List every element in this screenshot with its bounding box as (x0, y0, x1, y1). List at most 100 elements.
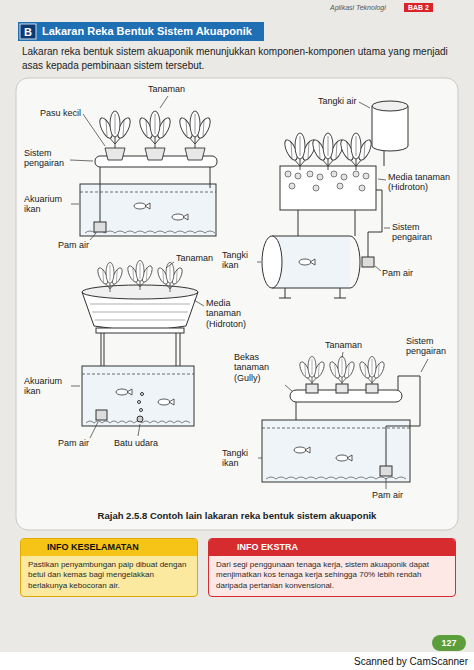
aquaponic-sketch-2-part (362, 257, 374, 267)
leader-line-part (375, 266, 381, 271)
page-number-tab (432, 635, 466, 651)
aquaponic-sketch-2-part (350, 236, 360, 288)
figure-caption: Rajah 2.5.8 Contoh lain lakaran reka ben… (16, 510, 458, 521)
aquaponic-sketch-4-part (366, 384, 378, 393)
part-label: Tangki ikan (222, 250, 256, 271)
extra-info-box: INFO EKSTRADari segi penggunaan tenaga k… (208, 538, 456, 597)
aquaponic-sketch-2-part (338, 133, 373, 170)
aquaponic-sketch-4-part (328, 356, 356, 386)
aquaponic-sketch-2-part (310, 133, 345, 170)
aquaponic-sketch-2-part (384, 151, 385, 166)
aquaponic-sketch-2-part (372, 106, 408, 151)
aquaponic-sketch-2-part-part (317, 174, 323, 180)
aquaponic-sketch-2-part (272, 236, 350, 288)
part-label: Sistem pengairan (406, 336, 456, 357)
part-label: Pam air (382, 268, 413, 278)
aquaponic-sketch-4-part (336, 384, 348, 393)
leader-line-part (359, 102, 370, 108)
aquaponic-sketch-4-part (266, 477, 406, 479)
aquaponic-sketch-4-part (380, 466, 392, 476)
leader-line-part (194, 300, 204, 306)
aquaponic-sketch-4-part (336, 455, 352, 461)
figure-panel (16, 78, 458, 530)
aquaponic-sketch-2-part-part (289, 183, 295, 189)
aquaponic-sketch-3-part (158, 399, 174, 405)
part-label: Media tanaman (Hidroton) (206, 298, 262, 329)
leader-line-part (71, 204, 79, 205)
aquaponic-sketch-3-part (82, 366, 194, 426)
aquaponic-sketch-2-part (282, 133, 317, 170)
aquaponic-sketch-2-part (280, 166, 376, 210)
aquaponic-sketch-2-part-part (313, 185, 319, 191)
leader-line (71, 262, 204, 438)
part-label: Pam air (58, 240, 89, 250)
running-header: Aplikasi Teknologi (330, 4, 386, 11)
aquaponic-sketch-3-part (156, 262, 184, 292)
leader-line-part (285, 385, 292, 391)
aquaponic-sketch-2-part (372, 101, 408, 111)
box-heading: INFO EKSTRA (209, 539, 455, 556)
page-number: 127 (441, 638, 456, 648)
part-label: Akuarium ikan (24, 376, 70, 397)
leader-line-part (258, 458, 262, 459)
part-label: Tangki air (318, 96, 357, 106)
aquaponic-sketch-2-part (298, 210, 299, 236)
aquaponic-sketch-3-part (138, 401, 141, 404)
aquaponic-sketch-1-part (172, 214, 188, 220)
part-label: Sistem pengairan (392, 222, 444, 243)
leader-line (70, 96, 168, 240)
aquaponic-sketch-4-part (296, 402, 297, 420)
aquaponic-sketch-1-part (134, 203, 150, 209)
part-label: Sistem pengairan (24, 148, 70, 169)
aquaponic-sketch-2-part-part (307, 171, 313, 177)
figure-panel-part (16, 78, 458, 530)
aquaponic-sketch-3-part (140, 409, 143, 412)
leader-line-part (160, 96, 168, 108)
aquaponic-sketch-2-part-part (359, 185, 365, 191)
leader-line-part (70, 160, 93, 161)
leader-line-part (138, 424, 140, 436)
aquaponic-sketch-2-part (355, 210, 356, 236)
section-letter: B (20, 24, 36, 40)
page-number-tab-part (432, 635, 466, 651)
part-label: Tanaman (325, 340, 362, 350)
intro-paragraph: Lakaran reka bentuk sistem akuaponik men… (22, 45, 452, 72)
aquaponic-sketch-4-part (262, 420, 410, 482)
leader-line (257, 102, 390, 271)
section-title: Lakaran Reka Bentuk Sistem Akuaponik (42, 23, 252, 39)
aquaponic-sketch-1-part (105, 148, 125, 160)
leader-line-part (71, 386, 80, 387)
aquaponic-sketch-3-part (141, 393, 144, 396)
aquaponic-sketch-4-part (306, 384, 318, 393)
aquaponic-sketch-3-part (96, 328, 184, 333)
aquaponic-sketch-2-part (285, 171, 369, 191)
part-label: Akuarium ikan (24, 194, 70, 215)
aquaponic-sketch-1-part (100, 167, 101, 222)
box-heading: INFO KESELAMATAN (21, 539, 197, 556)
watermark: Scanned by CamScanner (352, 656, 470, 667)
aquaponic-sketch-2-part-part (363, 173, 369, 179)
aquaponic-sketch-1-part (185, 148, 205, 160)
aquaponic-sketch-4 (262, 356, 420, 482)
page-header-part (20, 24, 36, 39)
aquaponic-sketch-2-part-part (295, 173, 301, 179)
aquaponic-sketch-3 (82, 260, 198, 426)
part-label: Bekas tanaman (Gully) (234, 352, 286, 383)
leader-line-part (378, 179, 386, 180)
aquaponic-sketch-3-part (126, 260, 154, 290)
part-label: Tangki ikan (222, 448, 256, 469)
aquaponic-sketch-1-part (145, 148, 165, 160)
aquaponic-sketch-4-part (262, 428, 410, 429)
aquaponic-sketch-1-part (177, 111, 212, 148)
aquaponic-sketch-2-part (299, 259, 315, 265)
aquaponic-sketch-2-part (368, 190, 382, 257)
part-label: Pasu kecil (40, 108, 81, 118)
leader-line-part (342, 352, 343, 358)
leader-line-part (257, 262, 261, 263)
aquaponic-sketch-2-part-part (353, 171, 359, 177)
leader-line-part (90, 233, 96, 240)
aquaponic-sketch-2-part (279, 288, 346, 298)
box-body: Pastikan penyambungan paip dibuat dengan… (21, 556, 197, 596)
aquaponic-sketch-2-part-part (285, 171, 291, 177)
part-label: Media tanaman (Hidroton) (388, 172, 452, 193)
